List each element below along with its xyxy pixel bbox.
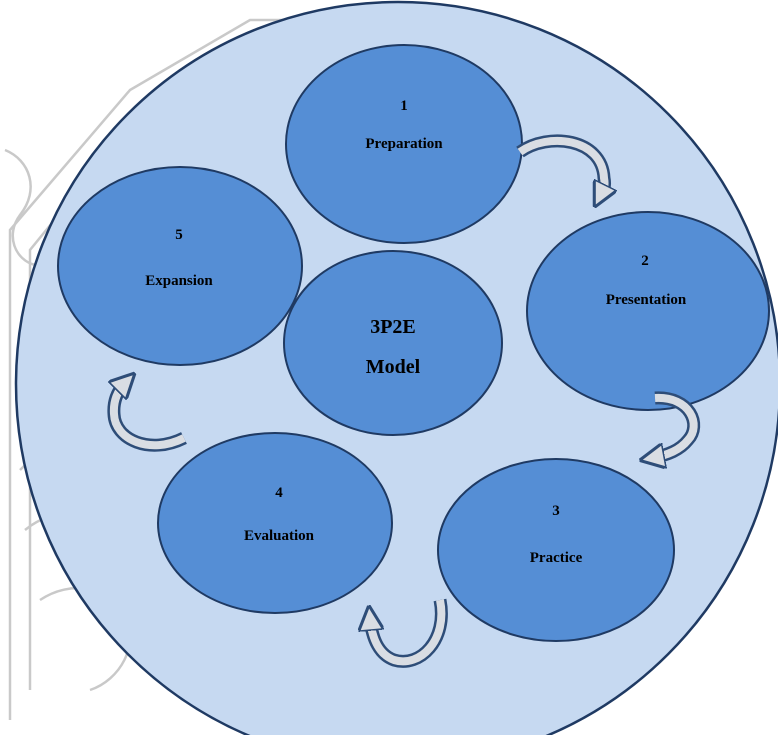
center-title-line1: 3P2E	[370, 316, 416, 338]
center-node	[283, 250, 503, 436]
stage-label-practice: Practice	[530, 550, 583, 566]
stage-node-evaluation	[157, 432, 393, 614]
arrow-4-to-5	[107, 382, 187, 452]
stage-label-expansion: Expansion	[145, 273, 213, 289]
arrow-1-to-2	[516, 134, 605, 196]
stage-number-5: 5	[175, 227, 183, 243]
stage-label-presentation: Presentation	[606, 292, 687, 308]
stage-node-expansion	[57, 166, 303, 366]
stage-label-evaluation: Evaluation	[244, 528, 315, 544]
stage-number-4: 4	[275, 485, 283, 501]
stage-node-practice	[437, 458, 675, 642]
center-title-line2: Model	[366, 356, 421, 378]
arrow-2-to-3	[652, 391, 701, 458]
stage-number-2: 2	[641, 253, 649, 269]
stage-label-preparation: Preparation	[365, 136, 443, 152]
arrow-3-to-4	[370, 598, 448, 668]
stage-number-3: 3	[552, 503, 560, 519]
stage-node-presentation	[526, 211, 770, 411]
stage-number-1: 1	[400, 98, 408, 114]
